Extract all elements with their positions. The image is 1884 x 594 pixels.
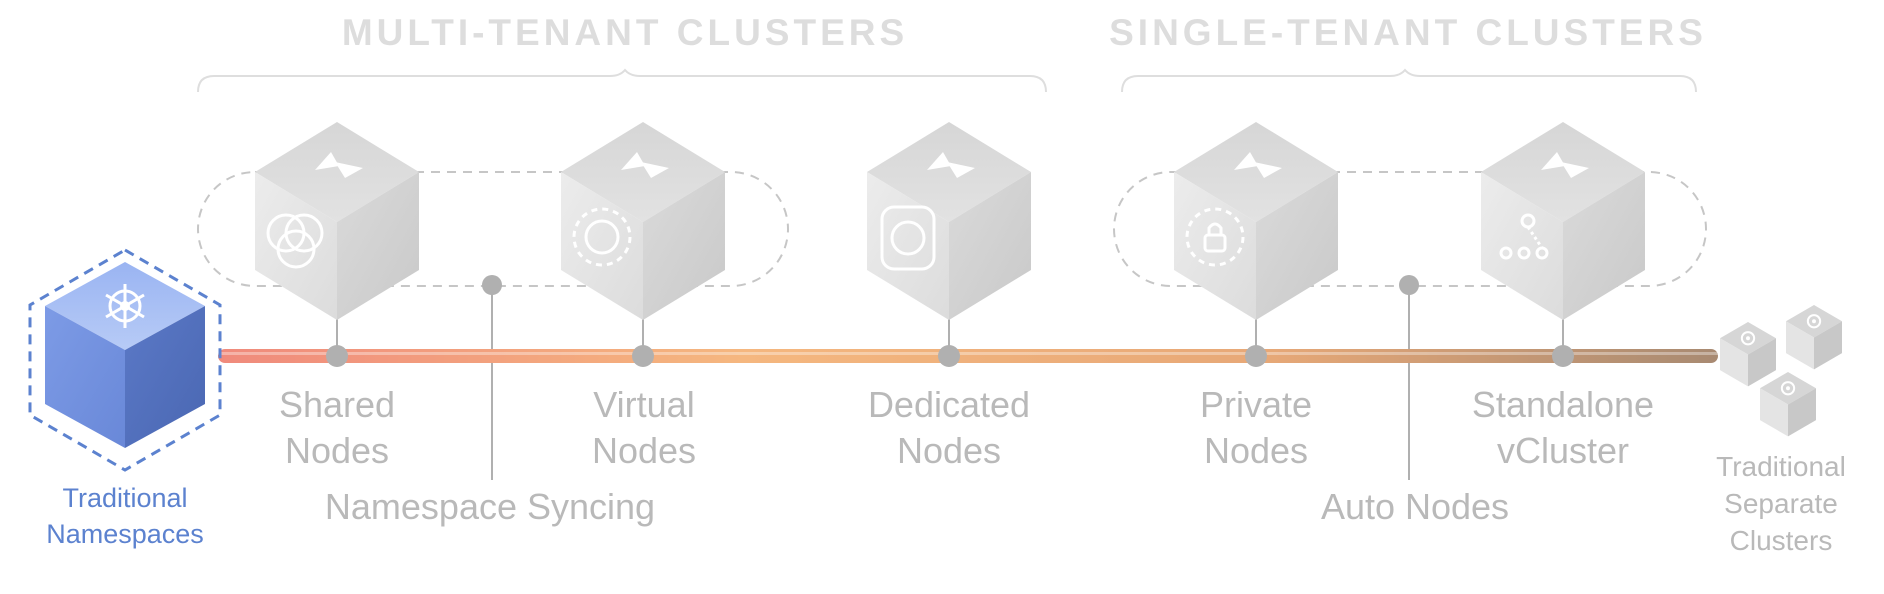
node-label-line1: Private xyxy=(1199,384,1313,425)
traditional-separate-clusters-label: Traditional Separate Clusters xyxy=(1688,448,1874,559)
traditional-namespaces-cube xyxy=(28,248,222,472)
node-label-line2: Nodes xyxy=(896,430,1002,471)
multi-tenant-title: MULTI-TENANT CLUSTERS xyxy=(341,12,909,53)
node-label-line2: Nodes xyxy=(591,430,697,471)
node-label-dedicated: Dedicated Nodes xyxy=(839,382,1059,474)
node-label-line2: Nodes xyxy=(1203,430,1309,471)
timeline-dot xyxy=(326,345,348,367)
node-label-line2: vCluster xyxy=(1496,430,1630,471)
padlock-icon xyxy=(1185,207,1245,267)
node-label-line1: Dedicated xyxy=(867,384,1031,425)
node-label-virtual: Virtual Nodes xyxy=(544,382,744,474)
timeline-highlight xyxy=(218,352,1718,355)
traditional-namespaces-label: Traditional Namespaces xyxy=(20,480,230,552)
multi-tenant-brace xyxy=(197,68,1047,93)
end-label-line1: Traditional xyxy=(1716,451,1846,482)
namespace-syncing-label: Namespace Syncing xyxy=(324,486,656,527)
kubernetes-helm-icon xyxy=(1780,381,1796,396)
vcluster-logo-icon xyxy=(1234,152,1282,178)
auto-nodes-label: Auto Nodes xyxy=(1320,486,1510,527)
vcluster-logo-icon xyxy=(621,152,669,178)
timeline-dot xyxy=(1552,345,1574,367)
timeline-dot xyxy=(632,345,654,367)
node-label-line1: Shared xyxy=(278,384,396,425)
single-tenant-title: SINGLE-TENANT CLUSTERS xyxy=(1109,12,1707,53)
vcluster-logo-icon xyxy=(927,152,975,178)
separate-clusters-cubes xyxy=(1720,305,1842,437)
node-label-private: Private Nodes xyxy=(1156,382,1356,474)
vcluster-logo-icon xyxy=(1541,152,1589,178)
node-cube xyxy=(1481,122,1645,367)
kubernetes-helm-icon xyxy=(105,284,145,328)
vcluster-logo-icon xyxy=(315,152,363,178)
auto-nodes-dot xyxy=(1399,275,1419,295)
node-cube xyxy=(561,122,725,367)
kubernetes-helm-icon xyxy=(1806,314,1822,329)
end-label-line2: Separate xyxy=(1724,488,1838,519)
node-label-standalone: Standalone vCluster xyxy=(1443,382,1683,474)
start-label-line2: Namespaces xyxy=(46,519,204,549)
node-cube xyxy=(1174,122,1338,367)
dashed-circle-icon xyxy=(572,207,632,267)
auto-nodes-capsule xyxy=(1113,171,1707,287)
timeline-bar xyxy=(218,349,1718,363)
cluster-cube xyxy=(1760,372,1816,437)
end-label-line3: Clusters xyxy=(1729,525,1833,556)
node-cube xyxy=(867,122,1031,367)
rounded-square-circle-icon xyxy=(880,205,936,271)
kubernetes-helm-icon xyxy=(1740,331,1756,346)
node-label-line2: Nodes xyxy=(284,430,390,471)
node-label-shared: Shared Nodes xyxy=(237,382,437,474)
cluster-cube xyxy=(1786,305,1842,370)
timeline-dot xyxy=(1245,345,1267,367)
cluster-cube xyxy=(1720,322,1776,387)
start-label-line1: Traditional xyxy=(62,483,188,513)
timeline-dot xyxy=(938,345,960,367)
node-label-line1: Virtual xyxy=(593,384,695,425)
namespace-syncing-dot xyxy=(482,275,502,295)
single-tenant-brace xyxy=(1121,68,1697,93)
node-cube xyxy=(255,122,419,367)
overlapping-circles-icon xyxy=(266,213,324,269)
namespace-syncing-capsule xyxy=(197,171,789,287)
node-label-line1: Standalone xyxy=(1471,384,1655,425)
node-graph-icon xyxy=(1499,213,1549,260)
